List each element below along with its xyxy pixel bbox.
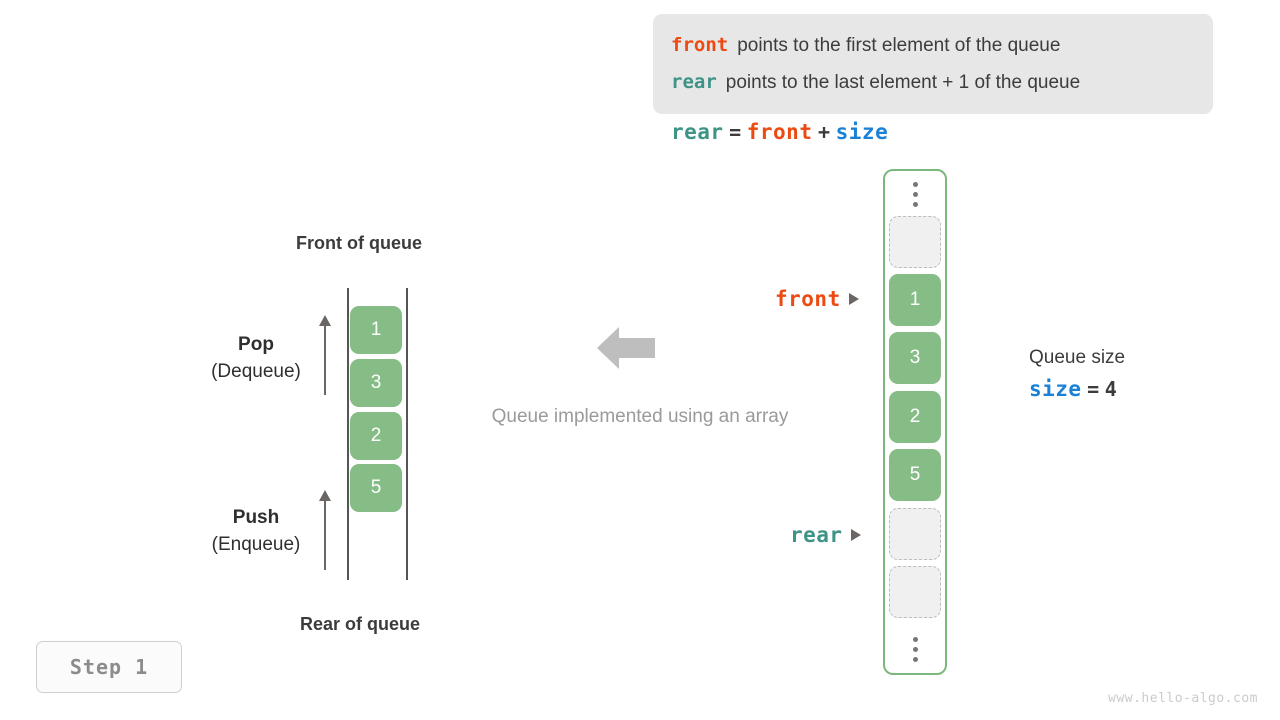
formula-equals: =: [729, 120, 742, 144]
array-slot: [889, 566, 941, 618]
pop-arrow-up-icon: [317, 315, 333, 395]
step-badge: Step 1: [36, 641, 182, 693]
left-arrow-icon: [597, 327, 655, 369]
front-pointer: front: [775, 287, 859, 312]
rear-keyword: rear: [671, 71, 717, 93]
rear-definition-text: points to the last element + 1 of the qu…: [725, 72, 1081, 93]
array-slot: 1: [889, 274, 941, 326]
queue-cell: 5: [350, 464, 402, 512]
formula-front: front: [746, 120, 813, 144]
front-pointer-arrowhead-icon: [848, 293, 859, 305]
push-subtitle: (Enqueue): [211, 534, 301, 555]
formula-plus: +: [818, 120, 831, 144]
queue-size-expression: size = 4: [1029, 372, 1125, 407]
rear-formula: rear = front + size: [671, 120, 888, 145]
pop-operation-label: Pop (Dequeue): [186, 332, 326, 386]
front-definition-line: front points to the first element of the …: [671, 27, 1195, 64]
pop-subtitle: (Dequeue): [211, 361, 301, 382]
front-pointer-label: front: [775, 287, 841, 311]
queue-rail-left: [347, 288, 349, 580]
diagram-caption: Queue implemented using an array: [491, 406, 789, 427]
size-value: 4: [1104, 377, 1117, 401]
rear-pointer: rear: [790, 523, 861, 548]
push-operation-label: Push (Enqueue): [186, 505, 326, 559]
push-arrow-up-icon: [317, 490, 333, 570]
watermark: www.hello-algo.com: [1108, 691, 1258, 706]
queue-cell: 1: [350, 306, 402, 354]
array-slot: 5: [889, 449, 941, 501]
size-keyword: size: [1029, 377, 1082, 401]
queue-cell: 2: [350, 412, 402, 460]
front-of-queue-label: Front of queue: [296, 233, 422, 253]
size-equals: =: [1087, 377, 1100, 401]
rear-pointer-label: rear: [790, 523, 843, 547]
queue-size-title: Queue size: [1029, 347, 1126, 368]
queue-cell: 3: [350, 359, 402, 407]
array-ellipsis-bottom-icon: [911, 637, 919, 667]
formula-rear: rear: [671, 120, 724, 144]
front-definition-text: points to the first element of the queue: [737, 35, 1061, 56]
pointer-definition-panel: front points to the first element of the …: [653, 14, 1213, 114]
array-slot: [889, 216, 941, 268]
queue-size-block: Queue size size = 4: [1029, 344, 1125, 407]
push-title: Push: [232, 507, 280, 528]
front-keyword: front: [671, 34, 729, 56]
queue-rail-right: [406, 288, 408, 580]
formula-size: size: [835, 120, 889, 144]
rear-of-queue-label: Rear of queue: [300, 614, 421, 634]
array-slot: 3: [889, 332, 941, 384]
rear-pointer-arrowhead-icon: [850, 529, 861, 541]
array-slot: [889, 508, 941, 560]
array-ellipsis-top-icon: [911, 182, 919, 212]
array-slot: 2: [889, 391, 941, 443]
rear-definition-line: rear points to the last element + 1 of th…: [671, 64, 1195, 101]
pop-title: Pop: [238, 334, 274, 355]
